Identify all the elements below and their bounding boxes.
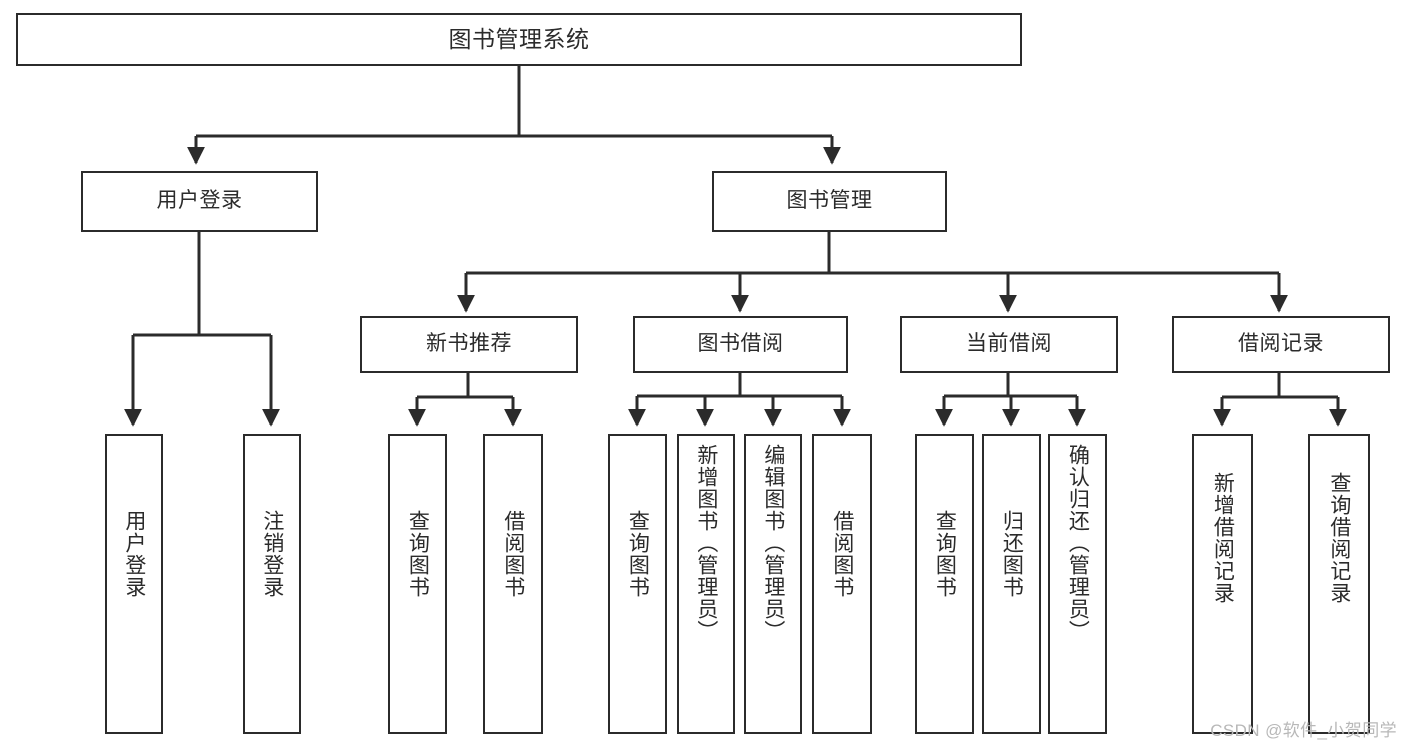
leaf-return-book[interactable]: 归还图书 — [982, 434, 1041, 734]
node-book-manage[interactable]: 图书管理 — [712, 171, 947, 232]
leaf-query-book-recommend[interactable]: 查询图书 — [388, 434, 447, 734]
node-label: 借阅图书 — [830, 510, 854, 598]
leaf-add-book-admin[interactable]: 新增图书（管理员） — [677, 434, 735, 734]
node-new-book-recommend[interactable]: 新书推荐 — [360, 316, 578, 373]
node-label: 借阅记录 — [1238, 332, 1324, 356]
node-label: 查询图书 — [406, 510, 430, 598]
node-borrow-record[interactable]: 借阅记录 — [1172, 316, 1390, 373]
node-label: 图书管理系统 — [448, 26, 590, 53]
node-label: 新增图书（管理员） — [694, 444, 718, 642]
node-label: 借阅图书 — [501, 510, 525, 598]
node-label: 查询图书 — [933, 510, 957, 598]
node-label: 当前借阅 — [966, 332, 1052, 356]
node-label: 图书管理 — [786, 189, 873, 213]
node-label: 归还图书 — [1000, 510, 1024, 598]
leaf-query-book-current[interactable]: 查询图书 — [915, 434, 974, 734]
leaf-query-borrow-record[interactable]: 查询借阅记录 — [1308, 434, 1370, 734]
node-label: 新增借阅记录 — [1211, 472, 1235, 604]
node-label: 用户登录 — [156, 189, 243, 213]
node-label: 注销登录 — [260, 510, 284, 598]
node-book-borrow[interactable]: 图书借阅 — [633, 316, 848, 373]
node-label: 查询借阅记录 — [1327, 472, 1351, 604]
leaf-query-book-borrow[interactable]: 查询图书 — [608, 434, 667, 734]
leaf-borrow-book-recommend[interactable]: 借阅图书 — [483, 434, 543, 734]
leaf-add-borrow-record[interactable]: 新增借阅记录 — [1192, 434, 1253, 734]
node-label: 用户登录 — [122, 510, 146, 598]
leaf-confirm-return-admin[interactable]: 确认归还（管理员） — [1048, 434, 1107, 734]
node-label: 查询图书 — [626, 510, 650, 598]
leaf-borrow-book[interactable]: 借阅图书 — [812, 434, 872, 734]
node-label: 确认归还（管理员） — [1066, 444, 1090, 642]
node-label: 新书推荐 — [426, 332, 512, 356]
node-label: 编辑图书（管理员） — [761, 444, 785, 642]
node-label: 图书借阅 — [697, 332, 784, 356]
leaf-user-login[interactable]: 用户登录 — [105, 434, 163, 734]
leaf-logout-login[interactable]: 注销登录 — [243, 434, 301, 734]
node-user-login[interactable]: 用户登录 — [81, 171, 318, 232]
leaf-edit-book-admin[interactable]: 编辑图书（管理员） — [744, 434, 802, 734]
node-root-system[interactable]: 图书管理系统 — [16, 13, 1022, 66]
csdn-watermark: CSDN @软件_小贺同学 — [1210, 721, 1397, 740]
node-current-borrow[interactable]: 当前借阅 — [900, 316, 1118, 373]
